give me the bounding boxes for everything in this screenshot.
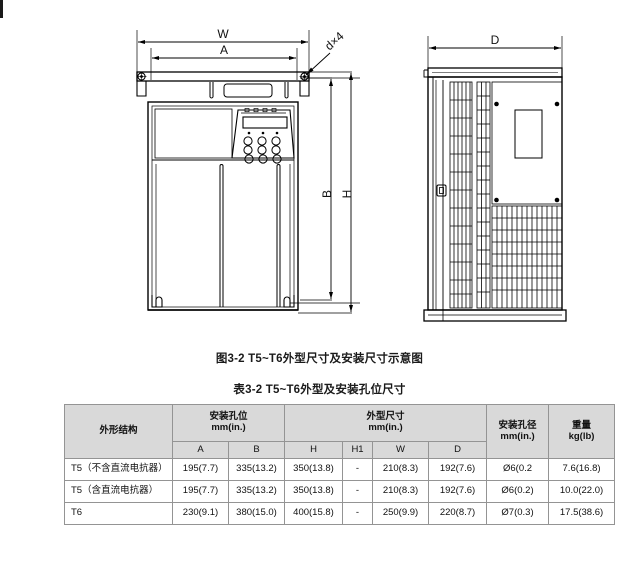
header-outer-dims-unit: mm(in.) xyxy=(368,422,403,433)
cell-weight: 17.5(38.6) xyxy=(548,502,616,525)
cell-structure: T5（含直流电抗器） xyxy=(64,480,173,503)
cell-structure: T5（不含直流电抗器） xyxy=(64,458,173,481)
cell-w: 250(9.9) xyxy=(372,502,430,525)
cell-hole-dia: Ø6(0.2) xyxy=(486,480,550,503)
cell-weight: 10.0(22.0) xyxy=(548,480,616,503)
cell-h: 400(15.8) xyxy=(284,502,344,525)
table-row: T5（含直流电抗器） 195(7.7) 335(13.2) 350(13.8) … xyxy=(64,480,616,503)
header-col-h1: H1 xyxy=(342,441,374,459)
header-hole-diameter-unit: mm(in.) xyxy=(500,430,535,442)
cell-a: 230(9.1) xyxy=(172,502,229,525)
table-row: T5（不含直流电抗器） 195(7.7) 335(13.2) 350(13.8)… xyxy=(64,458,616,481)
header-mount-holes: 安装孔位 mm(in.) xyxy=(171,404,286,442)
cell-h1: - xyxy=(342,480,374,503)
dimension-label-b: B xyxy=(320,190,334,198)
cell-b: 380(15.0) xyxy=(227,502,286,525)
dimension-label-hole: d×4 xyxy=(322,29,347,53)
header-hole-diameter-title: 安装孔径 xyxy=(498,419,537,431)
cell-h: 350(13.8) xyxy=(284,480,344,503)
technical-drawing: W A D B H d×4 xyxy=(136,27,567,322)
header-col-d: D xyxy=(428,441,488,459)
page-edge-mark xyxy=(0,0,3,18)
cell-hole-dia: Ø7(0.3) xyxy=(486,502,550,525)
header-outer-dims-title: 外型尺寸 xyxy=(366,411,405,423)
table-row: T6 230(9.1) 380(15.0) 400(15.8) - 250(9.… xyxy=(64,502,616,525)
cell-h: 350(13.8) xyxy=(284,458,344,481)
header-outer-dims: 外型尺寸 mm(in.) xyxy=(284,404,488,442)
header-mount-holes-title: 安装孔位 xyxy=(209,411,248,423)
figure-caption: 图3-2 T5~T6外型尺寸及安装尺寸示意图 xyxy=(215,353,424,365)
dimension-table: 外形结构 安装孔位 mm(in.) 外型尺寸 mm(in.) 安装孔径 mm(i… xyxy=(64,404,616,525)
header-structure: 外形结构 xyxy=(64,404,173,459)
table-header-row-subs: A B H H1 W D xyxy=(65,441,615,459)
cell-a: 195(7.7) xyxy=(172,480,229,503)
cell-weight: 7.6(16.8) xyxy=(548,458,616,481)
cell-d: 220(8.7) xyxy=(428,502,488,525)
table-header-row-groups: 外形结构 安装孔位 mm(in.) 外型尺寸 mm(in.) 安装孔径 mm(i… xyxy=(64,404,616,459)
table-body: T5（不含直流电抗器） 195(7.7) 335(13.2) 350(13.8)… xyxy=(64,458,616,525)
cell-h1: - xyxy=(342,502,374,525)
header-col-h: H xyxy=(284,441,344,459)
cell-structure: T6 xyxy=(64,502,173,525)
cell-b: 335(13.2) xyxy=(227,480,286,503)
header-mount-holes-unit: mm(in.) xyxy=(211,422,246,433)
header-weight-title: 重量 xyxy=(572,419,592,431)
cell-a: 195(7.7) xyxy=(172,458,229,481)
cell-w: 210(8.3) xyxy=(372,480,430,503)
header-col-w: W xyxy=(372,441,430,459)
cell-w: 210(8.3) xyxy=(372,458,430,481)
dimension-label-h: H xyxy=(340,190,354,199)
header-hole-diameter: 安装孔径 mm(in.) xyxy=(486,404,550,459)
header-col-b: B xyxy=(227,441,286,459)
header-weight-unit: kg(lb) xyxy=(568,430,595,442)
dimension-label-w: W xyxy=(217,27,229,41)
cell-h1: - xyxy=(342,458,374,481)
table-head: 外形结构 安装孔位 mm(in.) 外型尺寸 mm(in.) 安装孔径 mm(i… xyxy=(64,404,616,459)
table-caption: 表3-2 T5~T6外型及安装孔位尺寸 xyxy=(233,384,406,396)
cell-hole-dia: Ø6(0.2 xyxy=(486,458,550,481)
dimension-table-wrapper: 外形结构 安装孔位 mm(in.) 外型尺寸 mm(in.) 安装孔径 mm(i… xyxy=(64,404,616,525)
dimension-label-d: D xyxy=(491,33,500,47)
dimension-label-a: A xyxy=(220,43,228,57)
header-col-a: A xyxy=(172,441,229,459)
cell-d: 192(7.6) xyxy=(428,480,488,503)
cell-d: 192(7.6) xyxy=(428,458,488,481)
cell-b: 335(13.2) xyxy=(227,458,286,481)
header-weight: 重量 kg(lb) xyxy=(548,404,616,459)
